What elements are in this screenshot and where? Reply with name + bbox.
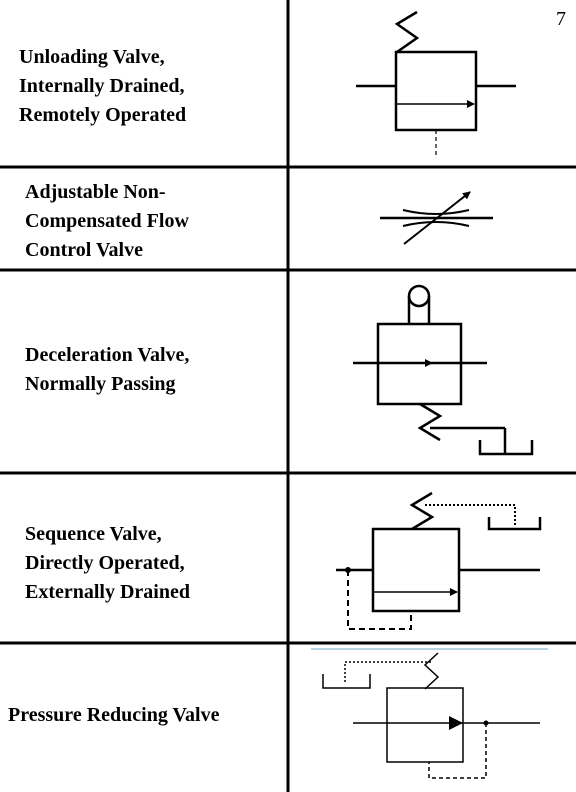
adjustable-arrow xyxy=(403,191,471,245)
flow-control-valve-symbol xyxy=(380,191,493,245)
pilot-line-dashed xyxy=(428,723,487,779)
label-line: Remotely Operated xyxy=(19,104,187,126)
label-pressure-reducing-valve: Pressure Reducing Valve xyxy=(8,701,220,730)
label-line: Externally Drained xyxy=(25,581,190,603)
page-number: 7 xyxy=(556,8,566,30)
tank-icon xyxy=(322,674,371,689)
tank-icon xyxy=(487,517,542,531)
spring-icon xyxy=(423,652,440,690)
roller-icon xyxy=(407,284,431,308)
label-line: Pressure Reducing Valve xyxy=(8,704,220,726)
spring-icon xyxy=(394,10,420,54)
unloading-valve-symbol xyxy=(356,10,516,158)
label-line: Normally Passing xyxy=(25,373,176,395)
drain-line-dotted xyxy=(344,661,431,684)
valve-envelope xyxy=(386,687,464,763)
label-sequence-valve: Sequence Valve, Directly Operated, Exter… xyxy=(25,520,190,607)
label-flow-control-valve: Adjustable Non- Compensated Flow Control… xyxy=(25,178,189,265)
label-line: Compensated Flow xyxy=(25,210,189,232)
label-line: Adjustable Non- xyxy=(25,181,166,203)
restriction-upper xyxy=(402,209,470,215)
spring-icon xyxy=(417,402,443,442)
label-unloading-valve: Unloading Valve, Internally Drained, Rem… xyxy=(19,43,186,130)
drain-line-dotted xyxy=(425,504,516,527)
label-line: Deceleration Valve, xyxy=(25,344,190,366)
label-line: Control Valve xyxy=(25,239,143,261)
label-line: Internally Drained, xyxy=(19,75,185,97)
pressure-reducing-valve-symbol xyxy=(311,648,548,779)
label-line: Unloading Valve, xyxy=(19,46,165,68)
spring-icon xyxy=(409,491,435,531)
label-line: Directly Operated, xyxy=(25,552,185,574)
label-line: Sequence Valve, xyxy=(25,523,162,545)
restriction-lower xyxy=(402,221,470,227)
label-deceleration-valve: Deceleration Valve, Normally Passing xyxy=(25,341,189,399)
valve-envelope xyxy=(371,527,461,613)
deceleration-valve-symbol xyxy=(353,284,534,456)
flow-arrow-icon xyxy=(449,716,463,730)
pilot-line-dashed xyxy=(347,570,412,630)
sequence-valve-symbol xyxy=(336,491,542,630)
valve-envelope xyxy=(394,50,478,132)
